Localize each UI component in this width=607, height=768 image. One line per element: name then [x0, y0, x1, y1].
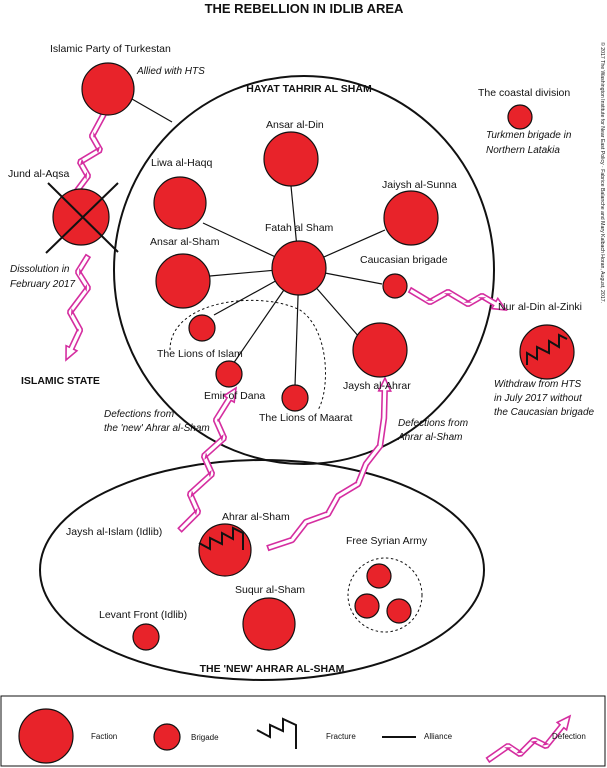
copyright-credit: © 2017 The Washington Institute for Near… — [599, 42, 606, 303]
emir-of-dana-node — [215, 360, 243, 388]
ansar-al-din-label: Ansar al-Din — [266, 119, 324, 131]
jaiysh-al-sunna-node — [383, 190, 439, 246]
emir-of-dana-label: Emir of Dana — [204, 390, 265, 402]
new-ahrar-group-ellipse — [39, 459, 485, 681]
caucasian-brigade-node — [382, 273, 408, 299]
withdraw-note-line-3: the Caucasian brigade — [494, 407, 595, 418]
turkmen-note-line-2: Northern Latakia — [486, 145, 560, 156]
ahrar-al-sham-node — [198, 523, 252, 577]
turkmen-note-line-1: Turkmen brigade in — [486, 130, 572, 141]
legend-defection-arrow-icon — [485, 714, 572, 764]
new-ahrar-group-label: THE 'NEW' AHRAR AL-SHAM — [200, 663, 345, 675]
lions-subgroup-dashed-outline — [169, 299, 326, 411]
legend-frame — [0, 695, 606, 767]
fatah-al-sham-node — [271, 240, 327, 296]
fsa-brigade-1-node — [366, 563, 392, 589]
lions-of-islam-label: The Lions of Islam — [157, 348, 243, 360]
legend-fracture-icon — [256, 717, 297, 749]
jaysh-al-ahrar-node — [352, 322, 408, 378]
diagram-title: THE REBELLION IN IDLIB AREA — [205, 1, 404, 16]
legend-brigade-icon — [153, 723, 181, 751]
hts-group-label: HAYAT TAHRIR AL SHAM — [246, 83, 372, 95]
nur-fracture-icon — [526, 333, 568, 365]
ahrar-to-jaysh-ahrar-defection-arrow — [266, 376, 392, 552]
defection-arrows — [65, 97, 572, 764]
defections-ahrar-note-line-2: Ahrar al-Sham — [397, 432, 462, 443]
dissolution-note-line-1: Dissolution in — [10, 264, 70, 275]
jaysh-al-islam-label: Jaysh al-Islam (Idlib) — [66, 526, 162, 538]
caucasian-brigade-label: Caucasian brigade — [360, 254, 448, 266]
jund-al-aqsa-label: Jund al-Aqsa — [8, 168, 69, 180]
dissolution-cross-icon — [45, 182, 119, 254]
islamic-state-label: ISLAMIC STATE — [21, 375, 100, 387]
legend-fracture-label: Fracture — [326, 732, 356, 741]
withdraw-note-line-2: in July 2017 without — [494, 393, 583, 404]
coastal-division-node — [507, 104, 533, 130]
withdraw-note-line-1: Withdraw from HTS — [494, 379, 581, 390]
liwa-al-haqq-node — [153, 176, 207, 230]
legend-faction-label: Faction — [91, 732, 117, 741]
new-ahrar-to-emir-defection-arrow — [177, 386, 238, 533]
fsa-brigade-2-node — [354, 593, 380, 619]
lions-of-maarat-label: The Lions of Maarat — [259, 412, 352, 424]
legend-brigade-label: Brigade — [191, 733, 219, 742]
lions-of-islam-node — [188, 314, 216, 342]
free-syrian-army-label: Free Syrian Army — [346, 535, 428, 547]
islamic-party-label: Islamic Party of Turkestan — [50, 43, 171, 55]
ahrar-al-sham-label: Ahrar al-Sham — [222, 511, 290, 523]
islamic-party-node — [81, 62, 135, 116]
ahrar-fracture-icon — [198, 526, 244, 551]
suqur-al-sham-node — [242, 597, 296, 651]
fsa-brigade-3-node — [386, 598, 412, 624]
dissolution-note-line-2: February 2017 — [10, 279, 75, 290]
alliance-line-islamic-party — [131, 98, 173, 123]
levant-front-node — [132, 623, 160, 651]
fsa-subgroup-dashed-outline — [347, 557, 423, 633]
legend-alliance-label: Alliance — [424, 732, 453, 741]
hts-group-ellipse — [113, 75, 495, 465]
jaiysh-al-sunna-label: Jaiysh al-Sunna — [382, 179, 457, 191]
ansar-al-din-node — [263, 131, 319, 187]
defections-ahrar-note-line-1: Defections from — [398, 418, 468, 429]
caucasian-to-nur-defection-arrow — [407, 286, 508, 311]
legend-faction-icon — [18, 708, 74, 764]
ansar-al-sham-node — [155, 253, 211, 309]
liwa-al-haqq-label: Liwa al-Haqq — [151, 157, 212, 169]
lions-of-maarat-node — [281, 384, 309, 412]
jund-to-islamic-state-defection-arrow — [65, 253, 92, 362]
legend: Faction Brigade Fracture Alliance Defect… — [0, 695, 606, 767]
defections-new-note-line-1: Defections from — [104, 409, 174, 420]
ansar-al-sham-label: Ansar al-Sham — [150, 236, 220, 248]
allied-with-hts-note: Allied with HTS — [136, 66, 205, 77]
legend-defection-label: Defection — [552, 732, 586, 741]
nur-al-din-label: Nur al-Din al-Zinki — [498, 301, 582, 313]
fatah-al-sham-label: Fatah al Sham — [265, 222, 334, 234]
suqur-al-sham-label: Suqur al-Sham — [235, 584, 305, 596]
levant-front-label: Levant Front (Idlib) — [99, 609, 187, 621]
coastal-division-label: The coastal division — [478, 87, 570, 99]
defections-new-note-line-2: the 'new' Ahrar al-Sham — [104, 423, 210, 434]
jaysh-al-ahrar-label: Jaysh al-Ahrar — [343, 380, 411, 392]
